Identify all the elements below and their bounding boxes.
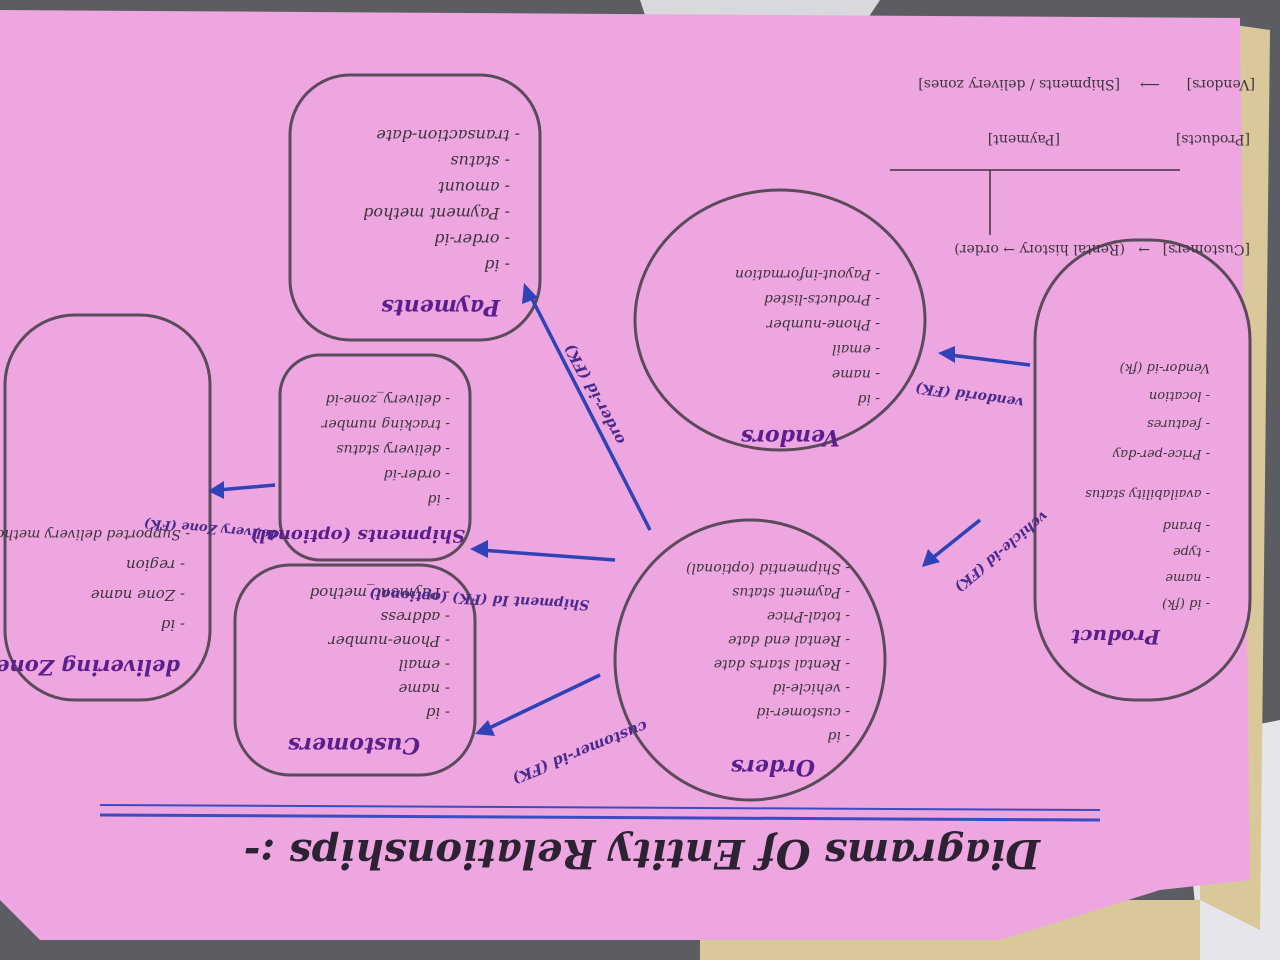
shipments-field: - delivery_zone-id (326, 391, 450, 407)
payments-field: - order-id (434, 230, 510, 249)
entity-payments: Payments - id - order-id - Payment metho… (288, 73, 542, 342)
customers-bubble (233, 563, 477, 777)
product-field: - name (1165, 570, 1210, 585)
delivery-zones-field: - id (161, 616, 185, 634)
orders-bubble (613, 518, 887, 802)
delivery-zones-title: delivering Zones (0, 655, 180, 680)
entity-orders: Orders - id - customer-id - vehicle-id -… (613, 518, 887, 802)
orders-field: - Rental end date (728, 632, 850, 648)
product-field: - id (fk) (1162, 596, 1210, 611)
product-bubble (1033, 238, 1252, 702)
delivery-zones-field: - Zone name (91, 586, 185, 604)
product-field: - location (1149, 388, 1210, 403)
orders-field: - vehicle-id (772, 680, 850, 696)
payments-field: - Payment method (363, 204, 510, 223)
orders-field: - total-Price (767, 608, 850, 624)
shipments-field: - tracking number (320, 416, 450, 432)
customers-field: - Phone-number (328, 632, 450, 650)
orders-field: - Rental starts date (714, 656, 850, 672)
vendors-title: Vendors (741, 424, 840, 450)
vendors-field: - name (832, 366, 880, 382)
product-field: - brand (1162, 518, 1210, 533)
flow-payment: [Payment] (988, 131, 1060, 147)
arrow-vendor-id (949, 353, 1031, 367)
vendors-field: - id (857, 391, 880, 407)
product-field: - type (1173, 544, 1210, 559)
payments-field: - amount (438, 178, 510, 197)
shipments-field: - order-id (384, 466, 450, 482)
payments-title: Payments (381, 294, 501, 320)
arrow-vehicle-id (928, 518, 982, 562)
product-field: - availability status (1085, 486, 1210, 501)
product-field: Vendor-id (fk) (1120, 360, 1210, 375)
customers-title: Customers (288, 732, 420, 758)
vendors-field: - Payout-information (735, 266, 880, 282)
arrow-head (475, 720, 495, 736)
arrow-shipment-id (479, 548, 616, 562)
flow-products: [Products] (1176, 131, 1250, 147)
payments-bubble (288, 73, 542, 342)
flow-shipments: [Shipments / delivery zones] (918, 76, 1120, 92)
shipments-title: Shipments (optional) (251, 525, 465, 546)
entity-vendors: Vendors - id - name - email - Phone-numb… (633, 188, 927, 452)
flow-customers: [Customers] (1163, 241, 1250, 257)
delivery-zones-field: - region (126, 556, 185, 574)
orders-field: - customer-id (756, 704, 850, 720)
payments-field: - status (450, 152, 510, 171)
customers-field: - email (398, 656, 450, 674)
vendors-field: - email (832, 341, 880, 357)
orders-field: - Shipmentid (optional) (686, 560, 850, 576)
flow-rental-history: (Rental history → order) (954, 241, 1125, 257)
heading-group: Diagrams Of Entity Relationships :- (99, 804, 1101, 877)
delivery-zones-field: - Supported delivery methods. (0, 526, 190, 542)
shipments-field: - delivery status (336, 441, 450, 457)
flow-arrow-2: ⟶ (1140, 76, 1160, 92)
title-underline-2 (99, 804, 1101, 811)
orders-field: - id (827, 728, 850, 744)
flow-arrow: → (1138, 241, 1150, 257)
flow-vendors: [Vendors] (1187, 76, 1255, 92)
arrow-customer-id (484, 673, 601, 732)
product-field: - features (1147, 416, 1210, 431)
orders-field: - Payment status (732, 584, 850, 600)
arrow-head (522, 283, 538, 304)
payments-field: - id (484, 256, 510, 275)
flow-summary: [Customers] → (Rental history → order) [… (890, 76, 1255, 257)
arrow-order-id (528, 294, 652, 531)
entity-customers: Customers - id - name - email - Phone-nu… (233, 563, 477, 777)
vendors-field: - Products-listed (764, 291, 880, 307)
product-title: Product (1070, 625, 1161, 649)
arrow-head (208, 481, 224, 499)
customers-field: - Payment_method (310, 584, 450, 602)
customers-field: - name (398, 680, 450, 698)
customers-field: - address (380, 608, 450, 626)
arrow-head (922, 549, 940, 567)
arrow-delivery-zone (217, 483, 276, 492)
shipments-field: - id (427, 491, 450, 507)
customers-field: - id (426, 704, 450, 722)
delivery-zones-bubble (3, 313, 212, 702)
vendors-field: - Phone-number (765, 316, 880, 332)
page-title: Diagrams Of Entity Relationships :- (244, 830, 1041, 877)
payments-field: - transaction-date (376, 126, 520, 145)
vendors-bubble (633, 188, 927, 452)
entity-product: Product - id (fk) - name - type - brand … (1033, 238, 1252, 702)
shipments-bubble (278, 353, 472, 562)
product-field: - Price-per-day (1112, 446, 1210, 461)
orders-title: Orders (731, 754, 815, 780)
relationship-arrows (208, 283, 1031, 736)
arrow-head (938, 346, 955, 363)
entity-shipments: Shipments (optional) - id - order-id - d… (251, 353, 472, 562)
entity-delivery-zones: delivering Zones - id - Zone name - regi… (0, 313, 212, 702)
title-underline (99, 813, 1101, 822)
arrow-head (470, 540, 488, 558)
